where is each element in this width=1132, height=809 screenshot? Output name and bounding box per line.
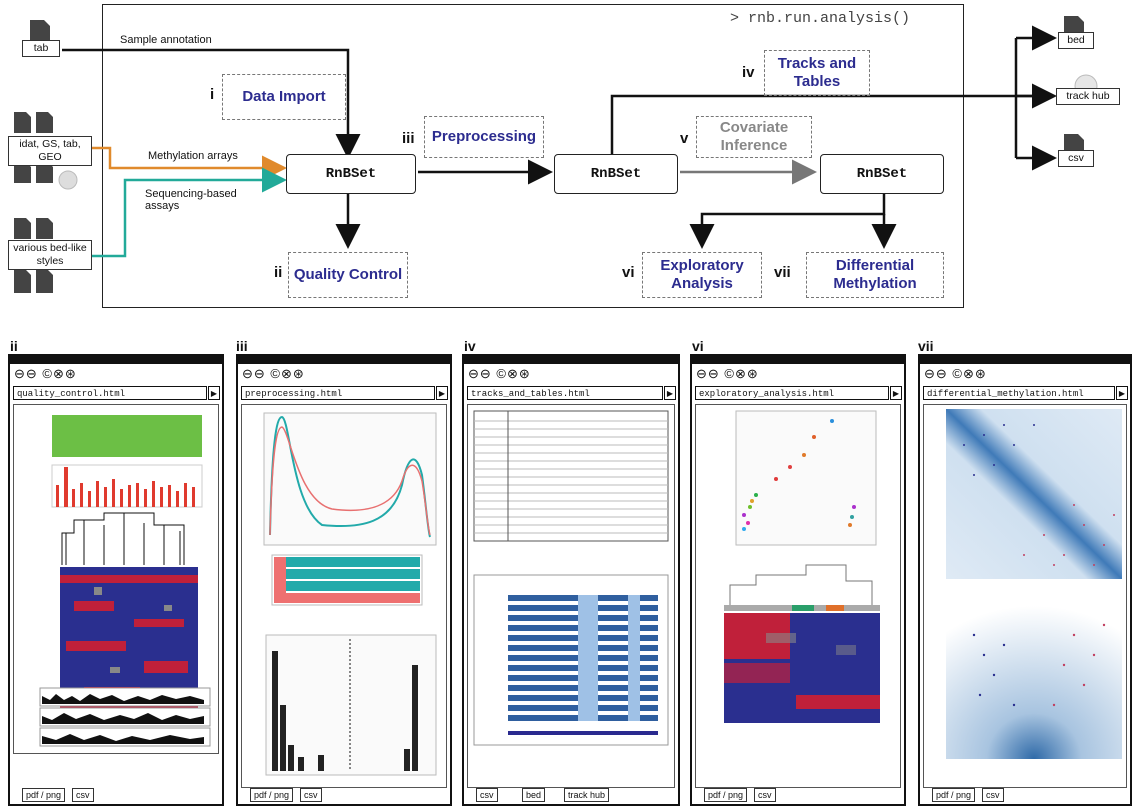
step-exploratory-analysis: Exploratory Analysis	[642, 252, 762, 298]
edge-sequencing-assays: Sequencing-based assays	[145, 188, 237, 212]
download-trackhub-button[interactable]: track hub	[564, 788, 610, 802]
window-differential: ⊖⊖ ©⊗⊛ differential_methylation.html ▶ p…	[918, 354, 1132, 806]
input-tab-label: tab	[22, 40, 60, 57]
nav-icons[interactable]: ⊖⊖ ©⊗⊛	[468, 366, 531, 381]
report-content	[695, 404, 901, 788]
step-quality-control: Quality Control	[288, 252, 408, 298]
window-titlebar	[920, 356, 1130, 364]
url-bar[interactable]: tracks_and_tables.html	[467, 386, 663, 400]
step-iii-number: iii	[402, 130, 415, 147]
window-ii-tag: ii	[10, 338, 18, 354]
download-pdf-button[interactable]: pdf / png	[932, 788, 976, 802]
step-ii-number: ii	[274, 264, 283, 281]
window-titlebar	[10, 356, 222, 364]
edge-sample-annotation: Sample annotation	[120, 34, 212, 46]
qc-tracks	[39, 687, 211, 747]
nav-icons[interactable]: ⊖⊖ ©⊗⊛	[696, 366, 759, 381]
step-iv-number: iv	[742, 64, 755, 81]
go-icon[interactable]: ▶	[890, 386, 902, 400]
workflow-panel	[102, 4, 964, 308]
step-v-number: v	[680, 130, 689, 147]
input-bed-label: various bed-like styles	[8, 240, 92, 270]
step-i-number: i	[210, 86, 215, 103]
window-iii-tag: iii	[236, 338, 248, 354]
rnbset-node-1: RnBSet	[286, 154, 416, 194]
go-icon[interactable]: ▶	[1116, 386, 1128, 400]
nav-icons[interactable]: ⊖⊖ ©⊗⊛	[924, 366, 987, 381]
input-arrays-label: idat, GS, tab, GEO	[8, 136, 92, 166]
window-titlebar	[238, 356, 450, 364]
output-csv-label: csv	[1058, 150, 1094, 167]
download-pdf-button[interactable]: pdf / png	[704, 788, 748, 802]
nav-icons[interactable]: ⊖⊖ ©⊗⊛	[242, 366, 305, 381]
nav-icons[interactable]: ⊖⊖ ©⊗⊛	[14, 366, 77, 381]
differential-figures	[946, 409, 1122, 759]
download-csv-button[interactable]: csv	[754, 788, 776, 802]
download-pdf-button[interactable]: pdf / png	[22, 788, 66, 802]
window-vi-tag: vi	[692, 338, 704, 354]
edge-methylation-arrays: Methylation arrays	[148, 150, 238, 162]
url-bar[interactable]: preprocessing.html	[241, 386, 435, 400]
go-icon[interactable]: ▶	[208, 386, 220, 400]
window-tracks-tables: ⊖⊖ ©⊗⊛ tracks_and_tables.html ▶ csv bed …	[462, 354, 680, 806]
step-covariate-inference: Covariate Inference	[696, 116, 812, 158]
window-iv-tag: iv	[464, 338, 476, 354]
window-titlebar	[464, 356, 678, 364]
download-pdf-button[interactable]: pdf / png	[250, 788, 294, 802]
url-bar[interactable]: differential_methylation.html	[923, 386, 1115, 400]
step-tracks-tables: Tracks and Tables	[764, 50, 870, 96]
window-exploratory: ⊖⊖ ©⊗⊛ exploratory_analysis.html ▶ pdf /…	[690, 354, 906, 806]
output-bed-label: bed	[1058, 32, 1094, 49]
exploratory-figures	[724, 410, 880, 723]
step-differential-methylation: Differential Methylation	[806, 252, 944, 298]
report-content	[923, 404, 1127, 788]
window-vii-tag: vii	[918, 338, 934, 354]
window-titlebar	[692, 356, 904, 364]
url-bar[interactable]: quality_control.html	[13, 386, 207, 400]
rnbset-node-2: RnBSet	[554, 154, 678, 194]
report-content	[241, 404, 447, 788]
step-data-import: Data Import	[222, 74, 346, 120]
preprocessing-figures	[263, 412, 437, 776]
go-icon[interactable]: ▶	[436, 386, 448, 400]
command-text: > rnb.run.analysis()	[730, 10, 911, 27]
window-preprocessing: ⊖⊖ ©⊗⊛ preprocessing.html ▶ pdf / png cs…	[236, 354, 452, 806]
download-bed-button[interactable]: bed	[522, 788, 546, 802]
window-quality-control: ⊖⊖ ©⊗⊛ quality_control.html ▶ pdf / png …	[8, 354, 224, 806]
go-icon[interactable]: ▶	[664, 386, 676, 400]
output-trackhub-label: track hub	[1056, 88, 1120, 105]
rnbset-node-3: RnBSet	[820, 154, 944, 194]
download-csv-button[interactable]: csv	[982, 788, 1004, 802]
url-bar[interactable]: exploratory_analysis.html	[695, 386, 889, 400]
download-csv-button[interactable]: csv	[476, 788, 498, 802]
step-vii-number: vii	[774, 264, 791, 281]
download-csv-button[interactable]: csv	[300, 788, 322, 802]
step-preprocessing: Preprocessing	[424, 116, 544, 158]
report-content	[467, 404, 675, 788]
tracks-figures	[473, 410, 669, 746]
download-csv-button[interactable]: csv	[72, 788, 94, 802]
step-vi-number: vi	[622, 264, 635, 281]
